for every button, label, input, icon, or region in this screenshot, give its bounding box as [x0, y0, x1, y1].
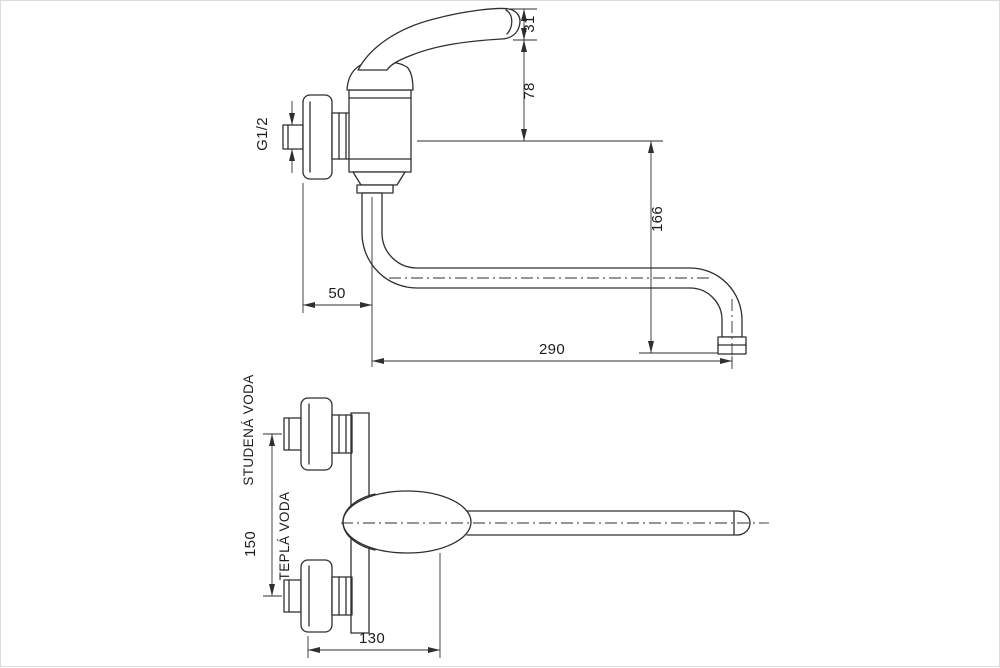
spout-nut: [352, 171, 406, 194]
plan-view-dimensions: 150 130 STUDENÁ VODA TEPLÁ VODA: [241, 374, 441, 658]
side-view-dimensions: 31 78 166 50 290: [254, 8, 733, 369]
dimension-wall-50: 50: [302, 183, 373, 367]
handle-dome-front: [342, 490, 472, 554]
dimension-depth-130: 130: [307, 553, 441, 658]
dim-text-150: 150: [242, 531, 259, 557]
cold-inlet: [283, 397, 353, 471]
dimension-reach-290: 290: [372, 341, 733, 369]
side-view: [282, 7, 747, 363]
dimension-body-78: 78: [521, 40, 538, 141]
lever-handle: [357, 7, 521, 71]
connection-nut: [331, 112, 354, 160]
dim-text-130: 130: [359, 630, 385, 647]
dim-text-g12: G1/2: [254, 117, 271, 151]
dimension-spacing-150: 150: [242, 433, 282, 597]
dim-text-31: 31: [521, 15, 538, 32]
dim-text-50: 50: [328, 285, 345, 302]
dome-detail-arc: [342, 493, 376, 551]
hot-inlet: [283, 559, 353, 633]
wall-escutcheon: [302, 94, 333, 180]
dimension-drop-166: 166: [639, 141, 718, 354]
dim-text-78: 78: [521, 82, 538, 99]
dim-text-290: 290: [539, 341, 565, 358]
spout-plan: [466, 510, 751, 536]
hot-water-label: TEPLÁ VODA: [277, 492, 292, 581]
plan-view: [283, 397, 769, 634]
dimension-thread-g12: G1/2: [254, 101, 295, 173]
wall-pipe-stub: [282, 124, 304, 150]
mixer-body: [348, 89, 412, 173]
lever-tip-detail: [505, 9, 513, 35]
spout-tube: [361, 192, 743, 338]
cold-water-label: STUDENÁ VODA: [241, 374, 256, 485]
dim-text-166: 166: [649, 206, 666, 232]
